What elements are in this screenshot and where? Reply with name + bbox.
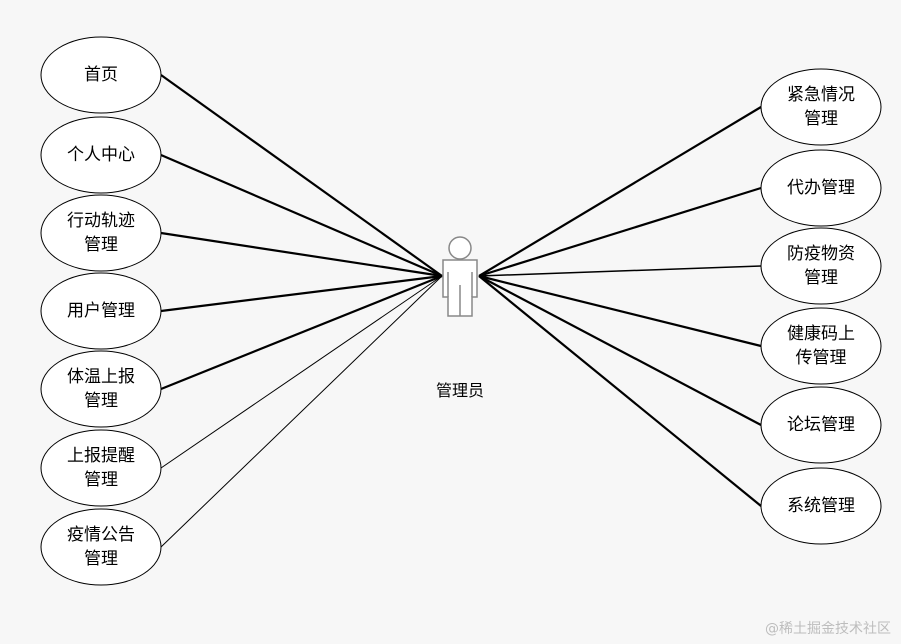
association-line-errand	[478, 186, 762, 278]
use-case-label: 行动轨迹	[67, 211, 135, 231]
use-case-label: 首页	[84, 65, 118, 85]
use-case-ellipse	[760, 386, 882, 464]
use-case-forum: 论坛管理	[760, 386, 882, 464]
use-case-personal-center: 个人中心	[40, 116, 162, 194]
use-case-ellipse	[760, 227, 882, 305]
actor-label: 管理员	[436, 381, 484, 400]
use-case-ellipse	[760, 467, 882, 545]
actor-figure	[442, 236, 478, 317]
association-line-health-code	[478, 274, 762, 348]
use-case-label: 健康码上	[787, 324, 855, 344]
use-case-ellipse	[40, 194, 162, 272]
use-case-label: 疫情公告	[67, 525, 135, 545]
use-case-errand: 代办管理	[760, 149, 882, 227]
use-case-label: 管理	[84, 235, 118, 255]
use-case-user: 用户管理	[40, 272, 162, 350]
use-case-ellipse	[760, 68, 882, 146]
use-case-label: 管理	[84, 391, 118, 411]
use-case-ellipse	[40, 429, 162, 507]
use-case-label: 体温上报	[67, 367, 135, 387]
associations	[160, 74, 762, 548]
watermark: @稀土掘金技术社区	[765, 621, 891, 637]
use-case-ellipse	[40, 350, 162, 428]
use-case-ellipse	[40, 116, 162, 194]
use-case-label: 传管理	[796, 348, 847, 368]
association-line-personal-center	[160, 153, 443, 278]
association-line-announcement	[160, 275, 443, 548]
use-cases: 首页个人中心行动轨迹管理用户管理体温上报管理上报提醒管理疫情公告管理紧急情况管理…	[40, 36, 882, 586]
use-case-home: 首页	[40, 36, 162, 114]
use-case-ellipse	[760, 149, 882, 227]
use-case-ellipse	[40, 36, 162, 114]
use-case-label: 代办管理	[787, 178, 855, 198]
association-line-emergency	[478, 106, 762, 277]
association-line-user	[160, 274, 443, 313]
use-case-label: 紧急情况	[787, 85, 855, 105]
association-line-track	[160, 231, 443, 278]
use-case-label: 系统管理	[787, 496, 855, 516]
use-case-ellipse	[40, 508, 162, 586]
association-line-forum	[478, 275, 762, 426]
use-case-ellipse	[760, 307, 882, 385]
association-line-supplies	[478, 265, 762, 277]
use-case-system: 系统管理	[760, 467, 882, 545]
use-case-label: 上报提醒	[67, 446, 135, 466]
use-case-ellipse	[40, 272, 162, 350]
actor-head	[448, 236, 472, 260]
association-line-system	[478, 275, 762, 507]
use-case-label: 管理	[804, 268, 838, 288]
use-case-label: 论坛管理	[787, 415, 855, 435]
use-case-label: 管理	[84, 470, 118, 490]
association-line-reminder	[160, 275, 443, 469]
use-case-label: 个人中心	[67, 145, 135, 165]
use-case-label: 管理	[804, 109, 838, 129]
association-line-home	[160, 74, 443, 277]
use-case-label: 用户管理	[67, 301, 135, 321]
association-line-temperature	[160, 274, 443, 391]
use-case-label: 防疫物资	[787, 244, 855, 264]
use-case-label: 管理	[84, 549, 118, 569]
